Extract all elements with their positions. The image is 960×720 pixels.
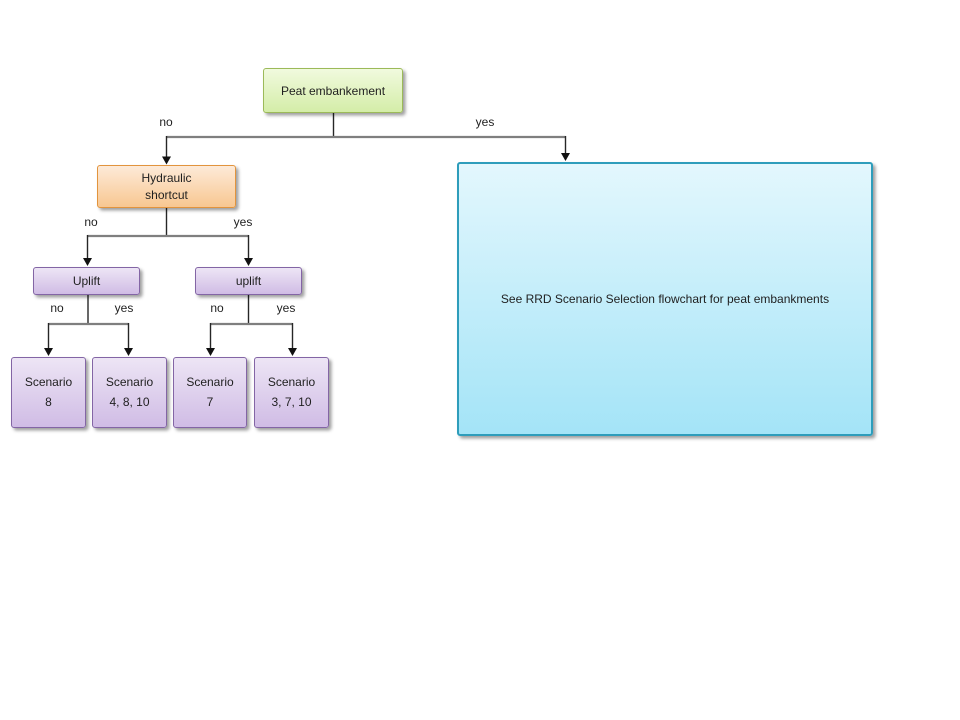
- connector-uplift-right-branch: [206, 295, 297, 356]
- node-scenario-7-line2: 7: [206, 394, 214, 409]
- edge-label-root-yes: yes: [475, 115, 495, 129]
- node-scenario-3-7-10-line1: Scenario: [267, 375, 316, 390]
- connector-uplift-left-branch: [44, 295, 133, 356]
- node-scenario-4-8-10-line1: Scenario: [105, 375, 154, 390]
- connector-root-branch: [162, 113, 570, 165]
- node-scenario-7-line1: Scenario: [186, 375, 234, 390]
- node-scenario-7: Scenario 7: [173, 357, 247, 428]
- node-peat-embankement: Peat embankement: [263, 68, 403, 113]
- node-see-rrd-flowchart: See RRD Scenario Selection flowchart for…: [457, 162, 873, 436]
- connector-hydraulic-branch: [83, 208, 253, 266]
- arrowhead-icon: [44, 348, 53, 356]
- edge-label-hydraulic-no: no: [84, 215, 98, 229]
- edge-label-uplift-right-no: no: [210, 301, 224, 315]
- node-hydraulic-shortcut-line1: Hydraulic: [141, 170, 192, 185]
- node-scenario-3-7-10: Scenario 3, 7, 10: [254, 357, 329, 428]
- edge-label-uplift-left-yes: yes: [114, 301, 134, 315]
- node-uplift-right-label: uplift: [235, 274, 262, 288]
- arrowhead-icon: [561, 153, 570, 161]
- node-scenario-3-7-10-line2: 3, 7, 10: [271, 394, 312, 409]
- node-hydraulic-shortcut-line2: shortcut: [145, 187, 188, 202]
- node-see-rrd-flowchart-label: See RRD Scenario Selection flowchart for…: [500, 292, 830, 306]
- arrowhead-icon: [124, 348, 133, 356]
- node-peat-embankement-label: Peat embankement: [280, 83, 386, 98]
- node-uplift-left-label: Uplift: [72, 274, 101, 288]
- node-scenario-8-line1: Scenario: [24, 375, 73, 390]
- arrowhead-icon: [162, 156, 171, 165]
- arrowhead-icon: [83, 258, 92, 266]
- node-scenario-4-8-10: Scenario 4, 8, 10: [92, 357, 167, 428]
- arrowhead-icon: [244, 258, 253, 266]
- edge-label-hydraulic-yes: yes: [233, 215, 253, 229]
- edge-label-root-no: no: [159, 115, 173, 129]
- arrowhead-icon: [206, 348, 215, 356]
- edge-label-uplift-right-yes: yes: [276, 301, 296, 315]
- node-uplift-right: uplift: [195, 267, 302, 295]
- node-hydraulic-shortcut: Hydraulic shortcut: [97, 165, 236, 208]
- node-scenario-8: Scenario 8: [11, 357, 86, 428]
- node-scenario-4-8-10-line2: 4, 8, 10: [109, 394, 150, 409]
- edge-label-uplift-left-no: no: [50, 301, 64, 315]
- node-scenario-8-line2: 8: [45, 394, 52, 409]
- arrowhead-icon: [288, 348, 297, 356]
- node-uplift-left: Uplift: [33, 267, 140, 295]
